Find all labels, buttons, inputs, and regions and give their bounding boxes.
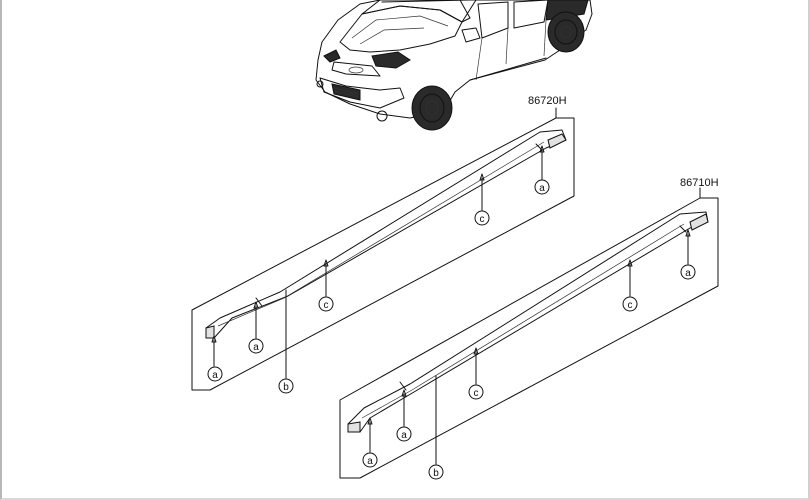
- callout-letter: b: [433, 468, 439, 479]
- callout-b: b: [278, 378, 294, 394]
- callout-letter: b: [283, 382, 289, 393]
- callout-letter: c: [324, 300, 329, 311]
- callout-c: c: [622, 296, 638, 312]
- part-number-86710H: 86710H: [680, 177, 719, 189]
- callout-c: c: [468, 384, 484, 400]
- callout-a: a: [680, 264, 696, 280]
- callout-letter: c: [480, 214, 485, 225]
- callout-letter: c: [474, 388, 479, 399]
- callout-letter: a: [685, 268, 691, 279]
- callout-letter: a: [253, 342, 259, 353]
- roof-rack-assembly-86720H: [191, 107, 575, 391]
- callout-a: a: [248, 338, 264, 354]
- callout-letter: c: [628, 300, 633, 311]
- callout-c: c: [474, 210, 490, 226]
- callout-c: c: [318, 296, 334, 312]
- callout-leaders: [211, 145, 691, 465]
- callout-letter: a: [539, 183, 545, 194]
- callout-a: a: [396, 426, 412, 442]
- callout-b: b: [428, 464, 444, 480]
- callout-a: a: [207, 366, 223, 382]
- callout-a: a: [362, 452, 378, 468]
- callout-letter: a: [212, 370, 218, 381]
- car-illustration: [315, 0, 593, 131]
- roof-rack-assembly-86710H: [339, 187, 719, 479]
- part-number-86720H: 86720H: [528, 95, 567, 107]
- callout-letter: a: [401, 430, 407, 441]
- callout-a: a: [534, 179, 550, 195]
- callout-letter: a: [367, 456, 373, 467]
